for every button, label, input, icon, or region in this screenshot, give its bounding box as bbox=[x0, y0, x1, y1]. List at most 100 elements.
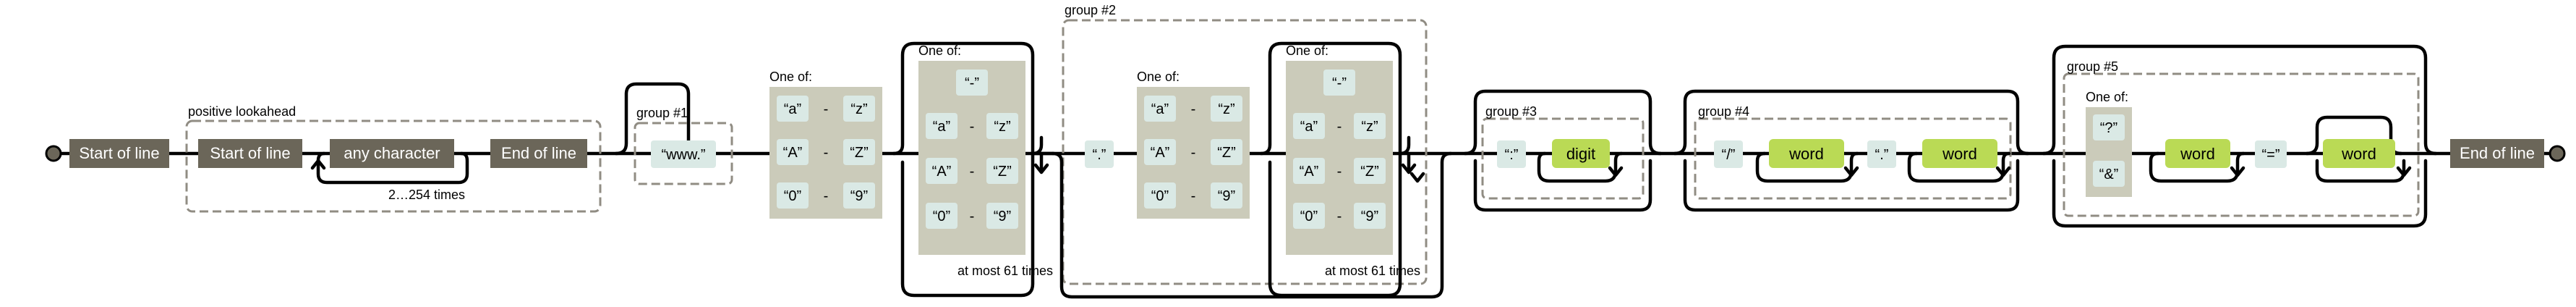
range-A-4: “A” bbox=[1293, 158, 1325, 184]
word-box-1: word bbox=[1769, 139, 1844, 168]
svg-text:“a”: “a” bbox=[1151, 101, 1169, 117]
group2-box bbox=[1062, 19, 1428, 285]
word-box-2: word bbox=[1922, 139, 1997, 168]
any-character-box: any character bbox=[330, 139, 454, 168]
repeat-block-1-inner bbox=[1031, 135, 1055, 173]
svg-text:“a”: “a” bbox=[1300, 119, 1318, 135]
range-A-2: “A” bbox=[926, 158, 958, 184]
range-Z-2: “Z” bbox=[986, 158, 1018, 184]
range-z-3: “z” bbox=[1211, 96, 1242, 122]
dash-4b: - bbox=[1337, 164, 1342, 180]
at-most-label-2: at most 61 times bbox=[1325, 264, 1420, 278]
dot-literal-group4: “.” bbox=[1867, 140, 1896, 168]
svg-text:“A”: “A” bbox=[1151, 145, 1170, 161]
end-terminal bbox=[2549, 145, 2566, 162]
svg-text:“.”: “.” bbox=[1093, 147, 1106, 163]
dash-3b: - bbox=[1191, 145, 1196, 161]
digit-box: digit bbox=[1552, 139, 1610, 168]
lookahead-start-of-line: Start of line bbox=[198, 139, 302, 168]
svg-text:“z”: “z” bbox=[1218, 101, 1234, 117]
word-box-3: word bbox=[2165, 139, 2230, 168]
start-of-line-anchor: Start of line bbox=[69, 139, 169, 168]
svg-text:“9”: “9” bbox=[850, 188, 868, 204]
range-z-2: “z” bbox=[986, 113, 1018, 139]
svg-text:“-”: “-” bbox=[965, 75, 979, 91]
svg-text:“z”: “z” bbox=[1361, 119, 1378, 135]
range-a-4: “a” bbox=[1293, 113, 1325, 139]
range-A-1: “A” bbox=[777, 139, 809, 165]
range-Z-1: “Z” bbox=[843, 139, 875, 165]
svg-text:“Z”: “Z” bbox=[1360, 164, 1379, 180]
svg-text:“Z”: “Z” bbox=[850, 145, 869, 161]
oneof-label-2: One of: bbox=[918, 43, 961, 58]
svg-text:word: word bbox=[2341, 145, 2376, 163]
range-a-1: “a” bbox=[777, 96, 809, 122]
digit-repeat-loop bbox=[1537, 151, 1624, 183]
lookahead-repeat-loop bbox=[316, 151, 469, 185]
repeat-1-arrow bbox=[1033, 163, 1049, 174]
dash-4c: - bbox=[1337, 209, 1342, 224]
oneof-label-4: One of: bbox=[1286, 43, 1328, 58]
group2-label: group #2 bbox=[1065, 3, 1116, 17]
range-Z-4: “Z” bbox=[1354, 158, 1386, 184]
end-of-line-label: End of line bbox=[2460, 144, 2535, 162]
group5-box bbox=[2063, 72, 2420, 217]
svg-text:“Z”: “Z” bbox=[1217, 145, 1236, 161]
dash-3c: - bbox=[1191, 188, 1196, 204]
any-character-label: any character bbox=[344, 144, 440, 162]
question-literal: “?” bbox=[2093, 114, 2125, 140]
start-terminal bbox=[45, 145, 62, 162]
svg-text:“0”: “0” bbox=[1151, 188, 1169, 204]
equals-literal: “=” bbox=[2255, 140, 2287, 168]
at-most-label-1: at most 61 times bbox=[958, 264, 1053, 278]
lookahead-loop-arrow bbox=[310, 159, 326, 170]
svg-text:word: word bbox=[1942, 145, 1977, 163]
range-a-2: “a” bbox=[926, 113, 958, 139]
lookahead-box bbox=[185, 119, 602, 213]
svg-text:“?”: “?” bbox=[2100, 120, 2117, 136]
dot-literal-group2: “.” bbox=[1085, 140, 1114, 168]
range-9-4: “9” bbox=[1354, 203, 1386, 229]
oneof-label-5: One of: bbox=[2086, 90, 2128, 104]
svg-text:“A”: “A” bbox=[1300, 164, 1319, 180]
group1-label: group #1 bbox=[636, 106, 688, 120]
colon-literal: “:” bbox=[1497, 140, 1526, 168]
svg-text:“-”: “-” bbox=[1332, 75, 1347, 91]
word4-loop-arrow bbox=[2396, 166, 2412, 177]
oneof-label-3: One of: bbox=[1137, 70, 1180, 84]
end-of-line-anchor: End of line bbox=[2450, 139, 2544, 168]
range-0-3: “0” bbox=[1144, 182, 1176, 209]
repeat-block-2 bbox=[1259, 41, 1402, 298]
range-9-3: “9” bbox=[1211, 182, 1242, 209]
dash-4a: - bbox=[1337, 119, 1342, 135]
repeat-2-arrow bbox=[1401, 163, 1417, 174]
svg-text:“a”: “a” bbox=[784, 101, 801, 117]
dash-2c: - bbox=[970, 209, 975, 224]
group5-label: group #5 bbox=[2067, 59, 2118, 74]
www-literal: “www.” bbox=[651, 140, 716, 168]
lookahead-repeat-label: 2…254 times bbox=[388, 188, 465, 202]
dash-3a: - bbox=[1191, 101, 1196, 117]
svg-text:“=”: “=” bbox=[2262, 147, 2280, 163]
svg-text:“/”: “/” bbox=[1722, 147, 1736, 163]
dash-1c: - bbox=[824, 188, 829, 204]
svg-text:“&”: “&” bbox=[2099, 167, 2119, 182]
hyphen-literal-2: “-” bbox=[1323, 70, 1355, 96]
group4-skip-loop bbox=[1673, 89, 2030, 156]
svg-text:“9”: “9” bbox=[1361, 209, 1378, 224]
group3-box bbox=[1481, 117, 1645, 200]
ampersand-literal: “&” bbox=[2093, 161, 2125, 187]
lookahead-end-of-line: End of line bbox=[490, 139, 587, 168]
slash-literal: “/” bbox=[1714, 140, 1743, 168]
svg-text:word: word bbox=[2180, 145, 2215, 163]
svg-text:“z”: “z” bbox=[850, 101, 867, 117]
range-Z-3: “Z” bbox=[1211, 139, 1242, 165]
group5-skip-loop bbox=[2042, 44, 2438, 156]
range-a-3: “a” bbox=[1144, 96, 1176, 122]
group4-bypass bbox=[1683, 159, 2020, 212]
oneof-label-1: One of: bbox=[769, 70, 812, 84]
svg-text:“0”: “0” bbox=[933, 209, 950, 224]
hyphen-literal-1: “-” bbox=[956, 70, 988, 96]
range-z-4: “z” bbox=[1354, 113, 1386, 139]
group5-bypass bbox=[2052, 159, 2428, 228]
